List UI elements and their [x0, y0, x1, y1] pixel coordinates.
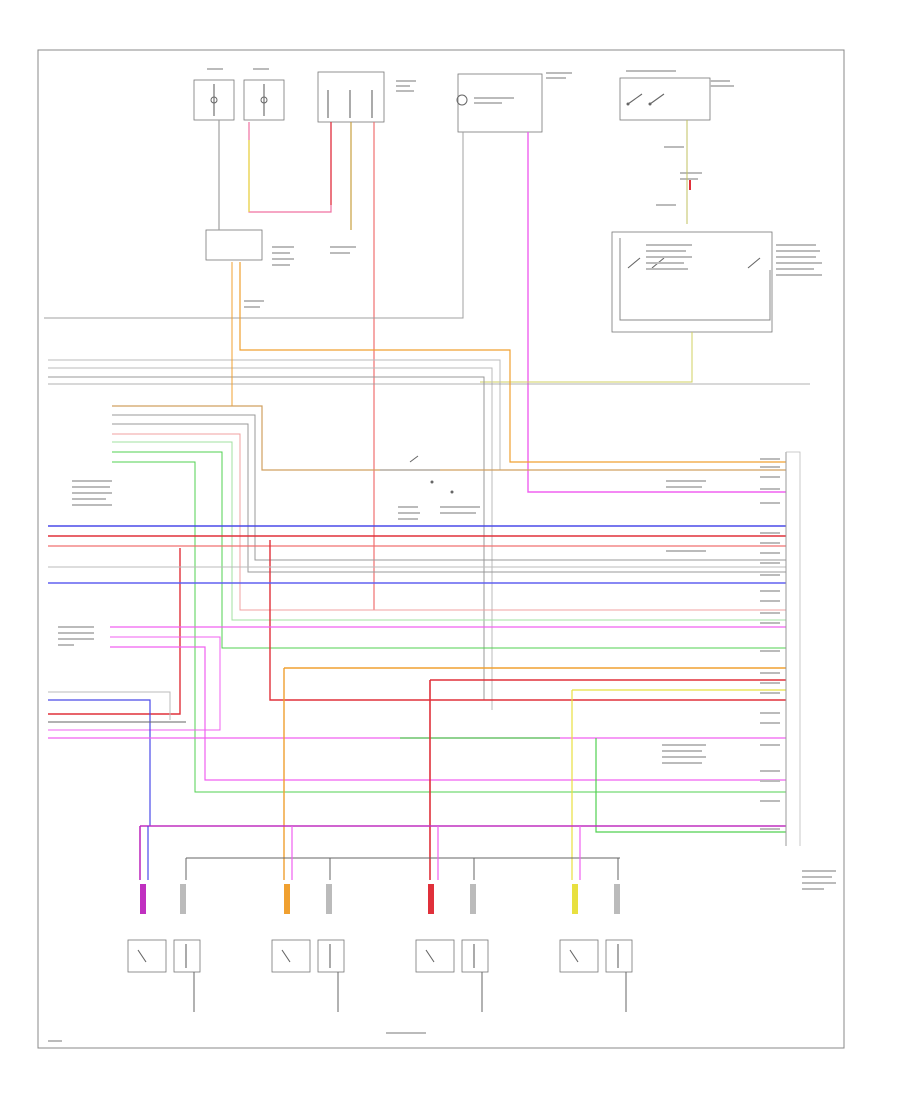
main-harness — [48, 525, 786, 880]
sensor-block-3 — [415, 884, 489, 1012]
brake-and-range-switch — [611, 231, 773, 333]
footer — [48, 1032, 426, 1042]
left-bus-lines — [48, 262, 810, 793]
top-labels — [207, 68, 822, 308]
sensor-block-4 — [559, 884, 633, 1012]
sensor-block-1 — [127, 884, 201, 1012]
sensor-block-2 — [271, 884, 345, 1012]
relay-block — [205, 229, 263, 261]
top-fuse-boxes — [193, 79, 285, 121]
top-wires — [44, 120, 786, 610]
ignition-switch — [619, 77, 711, 121]
center-switch — [380, 455, 454, 494]
fuse-box — [317, 71, 385, 123]
control-unit-connector — [58, 451, 836, 890]
diagram-frame — [37, 49, 845, 1049]
instrument-cluster — [456, 73, 543, 133]
